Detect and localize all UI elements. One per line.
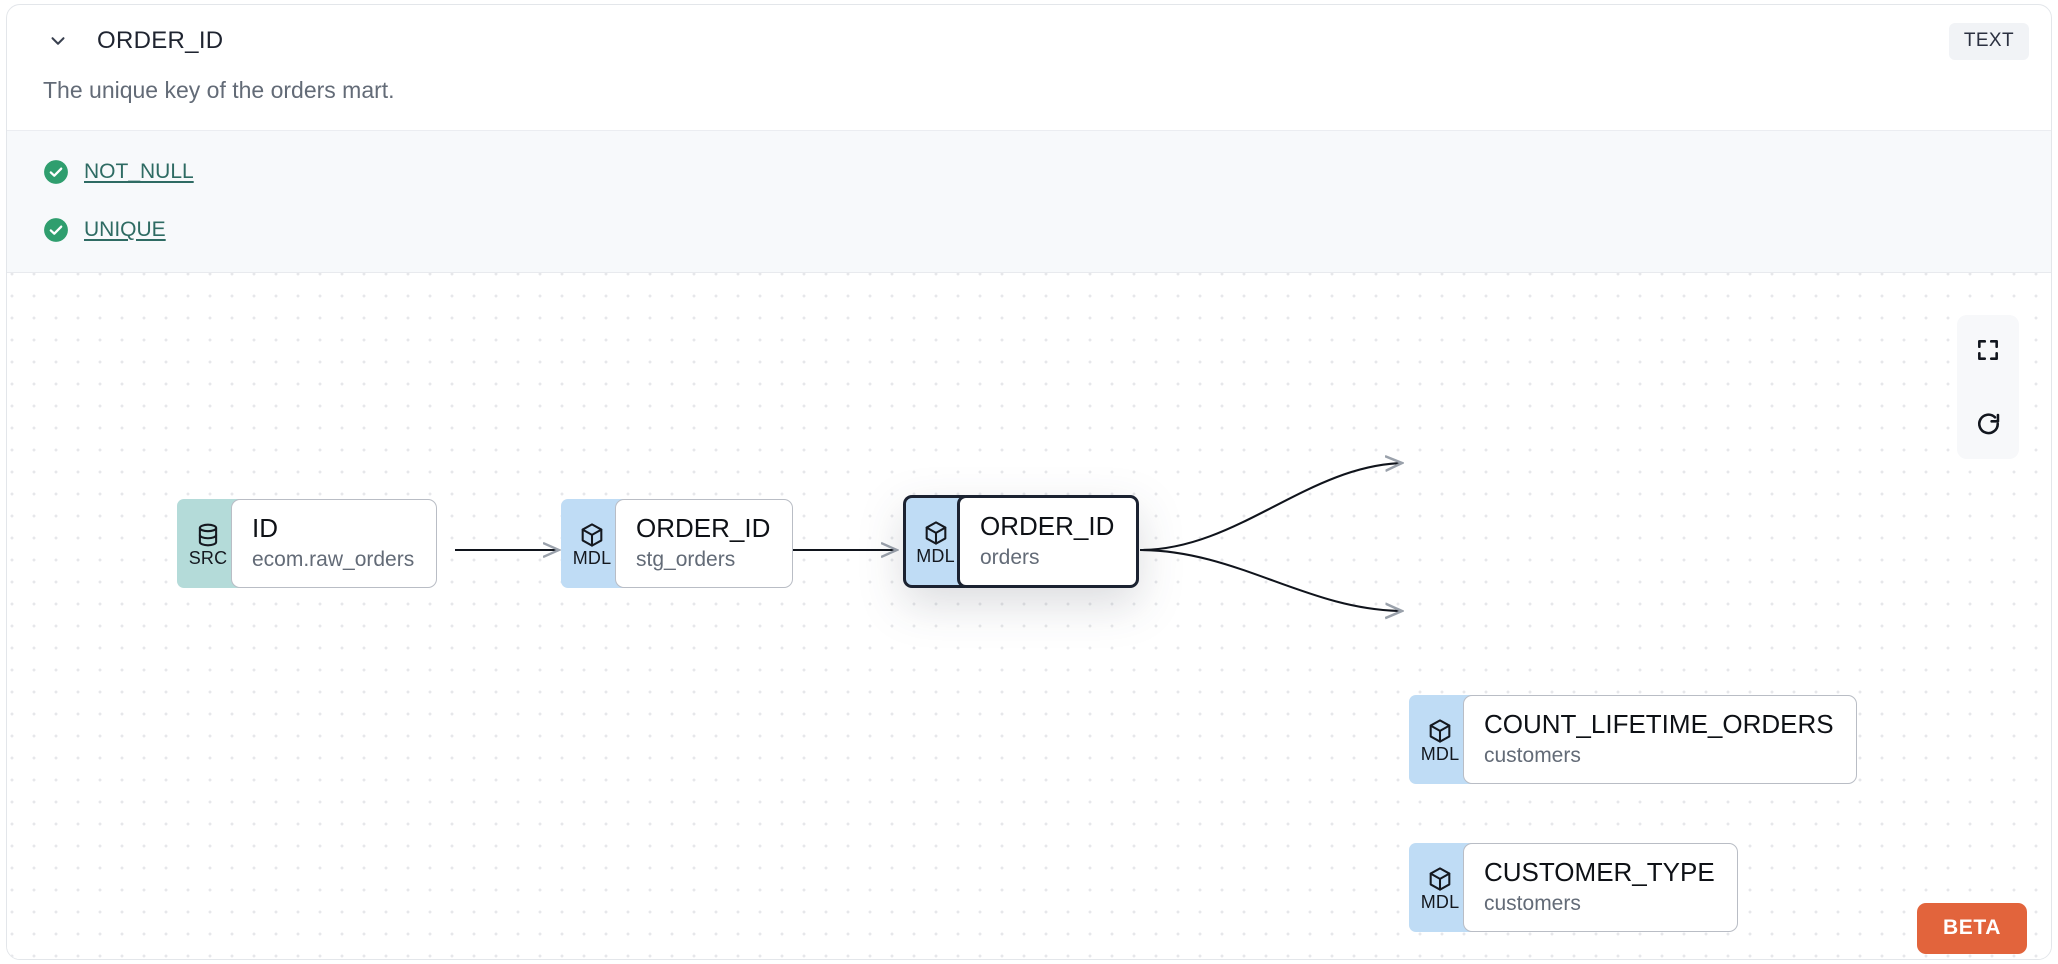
data-type-badge: TEXT — [1948, 22, 2029, 60]
edge-line — [1139, 548, 1402, 611]
canvas-controls — [1957, 315, 2019, 459]
test-row: NOT_NULL — [43, 152, 2015, 192]
node-type-badge-src: SRC — [177, 499, 239, 589]
edge-line — [1139, 463, 1402, 552]
node-parent-name: customers — [1484, 744, 1581, 768]
cube-icon — [1429, 867, 1451, 891]
cube-icon — [925, 521, 946, 545]
column-description: The unique key of the orders mart. — [43, 77, 395, 103]
lineage-node-orders-order-id[interactable]: MDL ORDER_ID orders — [903, 495, 1140, 589]
database-icon — [198, 523, 218, 547]
lineage-node-customer-type[interactable]: MDL CUSTOMER_TYPE customers — [1409, 843, 1738, 933]
cube-icon — [581, 523, 603, 547]
node-parent-name: ecom.raw_orders — [252, 548, 415, 572]
node-type-badge-mdl: MDL — [1409, 695, 1471, 785]
node-badge-label: MDL — [1420, 744, 1460, 765]
check-circle-icon — [44, 218, 68, 242]
column-detail-panel: ORDER_ID TEXT The unique key of the orde… — [6, 4, 2052, 960]
node-type-badge-mdl: MDL — [1409, 843, 1471, 933]
test-link-unique[interactable]: UNIQUE — [84, 218, 166, 241]
node-badge-label: MDL — [1420, 892, 1460, 913]
cube-icon — [1429, 719, 1451, 743]
lineage-node-count-lifetime-orders[interactable]: MDL COUNT_LIFETIME_ORDERS customers — [1409, 695, 1857, 785]
node-parent-name: orders — [980, 546, 1040, 570]
node-card[interactable]: COUNT_LIFETIME_ORDERS customers — [1463, 695, 1857, 785]
lineage-node-src-id[interactable]: SRC ID ecom.raw_orders — [177, 499, 438, 589]
fit-view-button[interactable] — [1957, 315, 2019, 385]
node-column-name: ORDER_ID — [980, 511, 1115, 541]
node-column-name: CUSTOMER_TYPE — [1484, 857, 1715, 887]
node-badge-label: SRC — [188, 548, 228, 569]
node-type-badge-mdl: MDL — [903, 495, 965, 589]
node-card[interactable]: CUSTOMER_TYPE customers — [1463, 843, 1738, 933]
lineage-canvas[interactable]: SRC ID ecom.raw_orders MDL ORDER_ID stg_… — [7, 273, 2051, 960]
node-badge-label: MDL — [916, 546, 955, 567]
panel-header: ORDER_ID TEXT — [7, 5, 2051, 77]
node-parent-name: customers — [1484, 892, 1581, 916]
node-card[interactable]: ORDER_ID orders — [957, 495, 1140, 589]
lineage-node-stg-order-id[interactable]: MDL ORDER_ID stg_orders — [561, 499, 794, 589]
node-card[interactable]: ORDER_ID stg_orders — [615, 499, 794, 589]
node-card[interactable]: ID ecom.raw_orders — [231, 499, 438, 589]
node-column-name: ID — [252, 513, 278, 543]
tests-section: NOT_NULL UNIQUE — [7, 130, 2051, 273]
reset-button[interactable] — [1957, 389, 2019, 459]
fit-screen-icon — [1978, 340, 1998, 360]
page-title: ORDER_ID — [97, 27, 224, 54]
refresh-icon — [1977, 412, 1999, 434]
node-column-name: ORDER_ID — [636, 513, 771, 543]
beta-badge[interactable]: BETA — [1916, 903, 2027, 954]
check-circle-icon — [44, 160, 68, 184]
test-link-not-null[interactable]: NOT_NULL — [84, 160, 194, 183]
lineage-edges — [455, 273, 2051, 960]
node-column-name: COUNT_LIFETIME_ORDERS — [1484, 709, 1834, 739]
chevron-down-icon[interactable] — [43, 26, 73, 56]
test-row: UNIQUE — [43, 210, 2015, 250]
node-parent-name: stg_orders — [636, 548, 736, 572]
node-badge-label: MDL — [572, 548, 612, 569]
node-type-badge-mdl: MDL — [561, 499, 623, 589]
